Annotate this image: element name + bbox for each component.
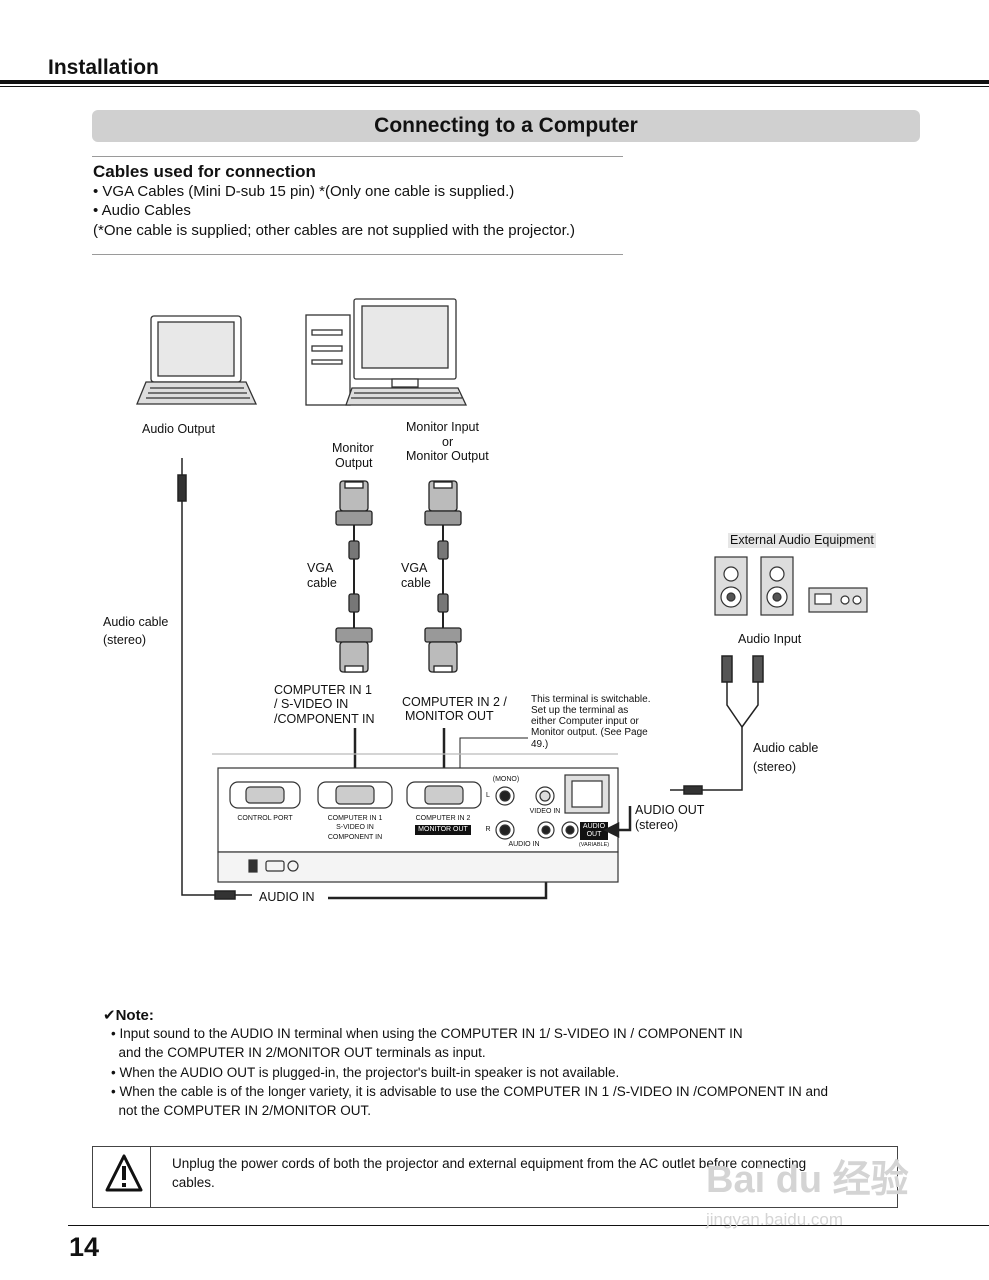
laptop-icon	[136, 315, 258, 405]
cable-item-audio: • Audio Cables	[93, 202, 191, 219]
audio-cable-right-label-1: Audio cable	[753, 741, 819, 755]
cables-rule-bottom	[92, 254, 623, 255]
page-title-banner: Connecting to a Computer	[92, 110, 920, 142]
panel-l: L	[486, 792, 490, 799]
monitor-in-out-label-2: or	[442, 435, 454, 449]
page-title: Connecting to a Computer	[374, 114, 638, 137]
note-line-2: and the COMPUTER IN 2/MONITOR OUT termin…	[111, 1045, 486, 1060]
monitor-in-out-label-1: Monitor Input	[406, 420, 479, 434]
cables-rule-top	[92, 156, 623, 157]
panel-mono: (MONO)	[492, 776, 520, 783]
panel-computer-in-1: COMPUTER IN 1	[327, 815, 383, 822]
page-number: 14	[69, 1232, 100, 1262]
warning-line-2: cables.	[172, 1175, 215, 1190]
monitor-out-label-bg	[415, 825, 471, 835]
vga-cable-2-label-1: VGA	[401, 561, 428, 575]
panel-audio-out-1: AUDIO	[582, 823, 606, 830]
computer-in-1-label-1: COMPUTER IN 1	[274, 683, 372, 697]
computer-in-2-label-1: COMPUTER IN 2 /	[402, 695, 507, 709]
panel-computer-in-2: COMPUTER IN 2	[415, 815, 471, 822]
cable-item-vga: • VGA Cables (Mini D-sub 15 pin) *(Only …	[93, 183, 515, 200]
warning-line-1: Unplug the power cords of both the proje…	[172, 1156, 807, 1171]
panel-s-video-in: S-VIDEO IN	[336, 824, 374, 831]
monitor-in-out-label-3: Monitor Output	[406, 449, 489, 463]
note-line-4: • When the cable is of the longer variet…	[111, 1084, 828, 1099]
monitor-output-label-2: Output	[335, 456, 373, 470]
header-rule-thin	[0, 86, 989, 87]
panel-audio-in: AUDIO IN	[508, 841, 540, 848]
vga-cable-1-label-1: VGA	[307, 561, 334, 575]
panel-component-in: COMPONENT IN	[327, 834, 383, 841]
projector-panel	[212, 753, 619, 883]
connection-diagram	[136, 298, 868, 900]
note-heading: ✔Note:	[103, 1007, 154, 1024]
desktop-pc-icon	[305, 298, 468, 406]
section-title: Installation	[48, 56, 159, 79]
vga-cable-1-label-2: cable	[307, 576, 337, 590]
panel-audio-out-2: OUT	[586, 831, 602, 838]
monitor-output-label-1: Monitor	[332, 441, 374, 455]
audio-out-label-bg	[580, 822, 608, 840]
header-rule	[0, 80, 989, 84]
switchable-note-1: This terminal is switchable.	[531, 694, 651, 705]
panel-monitor-out: MONITOR OUT	[418, 826, 468, 833]
watermark-url: jingyan.baidu.com	[706, 1210, 844, 1229]
audio-cable-right	[670, 655, 764, 795]
note-line-1: • Input sound to the AUDIO IN terminal w…	[111, 1026, 743, 1041]
switchable-note-4: Monitor output. (See Page	[531, 727, 648, 738]
switchable-note-3: either Computer input or	[531, 716, 639, 727]
panel-variable: (VARIABLE)	[578, 842, 610, 848]
footer-rule	[68, 1225, 989, 1226]
warning-box	[92, 1146, 898, 1208]
vga-cable-1	[335, 480, 373, 673]
warning-divider	[150, 1146, 151, 1207]
speaker-left-icon	[714, 556, 748, 616]
audio-cable-left-label-2: (stereo)	[103, 633, 147, 647]
watermark-brand: Bai du 经验	[706, 1159, 909, 1201]
note-line-3: • When the AUDIO OUT is plugged-in, the …	[111, 1065, 620, 1080]
amplifier-icon	[808, 587, 868, 613]
audio-cable-left-label-1: Audio cable	[103, 615, 169, 629]
audio-output-label: Audio Output	[142, 422, 215, 436]
audio-cable-left	[177, 458, 252, 900]
audio-cable-right-label-2: (stereo)	[753, 760, 797, 774]
computer-in-1-label-3: /COMPONENT IN	[274, 712, 375, 726]
panel-r: R	[485, 826, 491, 833]
external-audio-label: External Audio Equipment	[728, 533, 876, 548]
switchable-note-2: Set up the terminal as	[531, 705, 629, 716]
panel-video-in: VIDEO IN	[529, 808, 561, 815]
audio-out-label-2: (stereo)	[635, 818, 679, 832]
audio-out-label-1: AUDIO OUT	[635, 803, 705, 817]
computer-in-2-label-2: MONITOR OUT	[405, 709, 494, 723]
computer-in-1-label-2: / S-VIDEO IN	[274, 697, 349, 711]
audio-in-label: AUDIO IN	[259, 890, 315, 904]
cable-supply-note: (*One cable is supplied; other cables ar…	[93, 222, 575, 239]
vga-cable-2	[424, 480, 462, 673]
audio-input-label: Audio Input	[738, 632, 802, 646]
warning-icon	[105, 1154, 143, 1192]
switchable-note-5: 49.)	[531, 739, 549, 750]
note-line-5: not the COMPUTER IN 2/MONITOR OUT.	[111, 1103, 372, 1118]
speaker-right-icon	[760, 556, 794, 616]
cables-heading: Cables used for connection	[93, 162, 316, 181]
vga-cable-2-label-2: cable	[401, 576, 431, 590]
audio-out-arrow	[603, 806, 632, 839]
panel-control-port: CONTROL PORT	[237, 815, 293, 822]
warning-text: Unplug the power cords of both the proje…	[172, 1154, 872, 1192]
